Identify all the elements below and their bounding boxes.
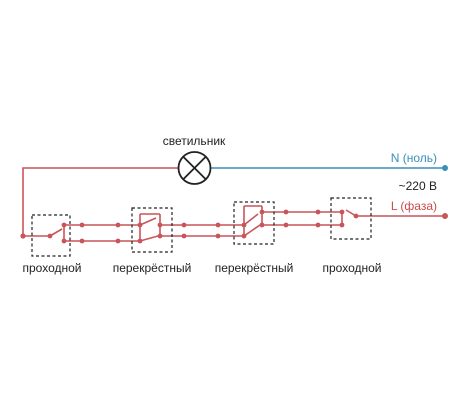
switch-3 [233, 201, 275, 245]
switch-4-label: проходной [323, 261, 382, 275]
connection-dots [20, 209, 448, 244]
lamp-label: светильник [163, 134, 226, 148]
neutral-label: N (ноль) [391, 151, 437, 165]
switch-icon [243, 205, 263, 237]
switch-2 [131, 207, 173, 253]
switch-icon [139, 213, 161, 242]
voltage-label: ~220 В [399, 179, 437, 193]
switch-3-label: перекрёстный [215, 261, 294, 275]
switch-1-label: проходной [23, 261, 82, 275]
neutral-terminal [442, 165, 448, 171]
switch-4 [330, 197, 372, 240]
switch-icon [49, 224, 65, 241]
lamp-feed-wire [22, 167, 178, 236]
lamp-icon [177, 151, 212, 185]
switch-2-label: перекрёстный [113, 261, 192, 275]
phase-label: L (фаза) [391, 199, 437, 213]
